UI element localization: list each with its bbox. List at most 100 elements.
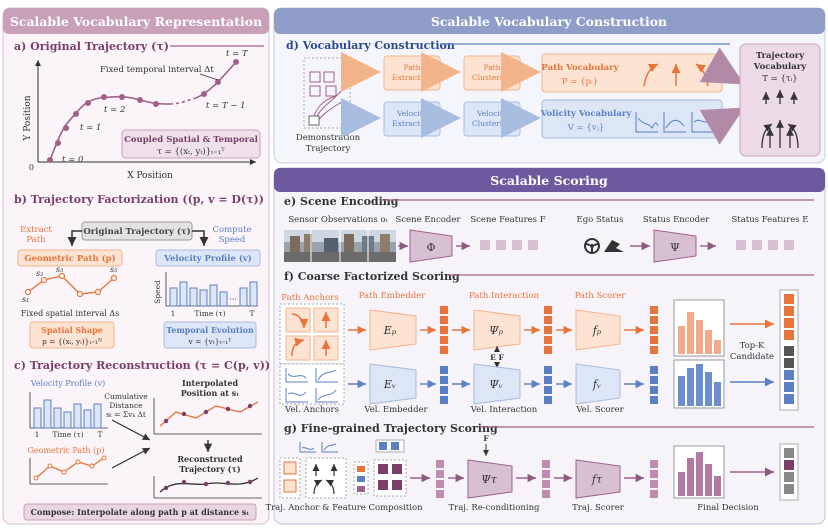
e-phi: Φ — [426, 241, 435, 254]
a-label-t2: t = 2 — [104, 105, 125, 115]
b-s2: s₂ — [36, 269, 43, 278]
f-topk-2: Candidate — [730, 352, 774, 362]
c-time-label: Time (τ) — [52, 430, 83, 439]
c-tick-T: T — [97, 430, 102, 439]
vel-vocab-icons — [635, 112, 714, 133]
b-path-points — [24, 272, 118, 298]
b-original-traj: Original Trajectory (τ) — [83, 226, 190, 237]
vel-clustering-2: Clustering — [472, 119, 512, 128]
a-trajectory-points — [47, 59, 239, 163]
c-tick-1: 1 — [35, 430, 40, 439]
a-x-label: X Position — [127, 171, 173, 181]
a-origin: 0 — [29, 163, 34, 172]
g-ft: fτ — [591, 473, 603, 486]
section-g-title: g) Fine-grained Trajectory Scoring — [284, 422, 498, 435]
a-y-label: Y Position — [23, 95, 33, 141]
a-label-t0: t = 0 — [62, 155, 84, 165]
vel-anchor-grid — [279, 363, 345, 405]
vel-embed-column — [440, 366, 448, 404]
section-a-title: a) Original Trajectory (τ) — [14, 40, 169, 53]
f-path-interaction: Path Interaction — [469, 291, 539, 301]
b-tick-1: 1 — [171, 309, 176, 318]
steering-wheel-icon — [584, 238, 600, 254]
f-psiv: Ψᵥ — [489, 378, 503, 391]
b-velocity-bars — [169, 281, 258, 307]
a-label-tT: t = T — [226, 49, 249, 59]
vel-score-column — [650, 366, 658, 404]
vel-vocab-label: Volicity Vocabulary — [540, 109, 633, 119]
a-trajectory-dashed — [169, 97, 197, 105]
c-arrow-path — [111, 447, 151, 469]
c-cum-1: Cumulative — [104, 392, 148, 401]
topk-gray-cells — [784, 346, 794, 368]
path-score-column — [650, 306, 658, 354]
b-path-polyline — [27, 275, 115, 295]
path-scorer-trapezoid — [575, 309, 621, 351]
f-vel-embedder: Vel. Embedder — [363, 405, 428, 415]
a-coupled-title: Coupled Spatial & Temporal — [124, 135, 259, 145]
vel-inter-column — [544, 366, 552, 404]
f-path-embedder: Path Embedder — [359, 291, 427, 301]
traj-vocab-2: Vocabulary — [753, 62, 808, 72]
path-extraction-1: Path — [403, 63, 420, 72]
f-ev: Eᵥ — [383, 378, 396, 391]
section-f-title: f) Coarse Factorized Scoring — [284, 270, 460, 283]
path-extraction-2: Extraction — [392, 73, 432, 82]
c-path-points — [33, 455, 107, 481]
scene-encoder-trapezoid — [409, 229, 453, 263]
a-trajectory-end — [195, 61, 237, 99]
g-anchor-cell-1 — [283, 461, 297, 475]
vel-vocab-formula: V = {vⱼ} — [567, 123, 605, 133]
status-encoder-trapezoid — [653, 229, 697, 263]
e-status-encoder: Status Encoder — [643, 215, 710, 225]
f-vel-scorer: Vel. Scorer — [575, 405, 624, 415]
traj-vocab-icons — [761, 90, 799, 149]
e-ego-status: Ego Status — [576, 215, 623, 225]
g-input-column — [436, 460, 444, 498]
section-e-title: e) Scene Encoding — [284, 195, 399, 208]
sensor-images — [284, 230, 396, 262]
path-vocab-formula: P = {pᵢ} — [562, 77, 598, 87]
a-label-t1: t = 1 — [80, 123, 101, 133]
b-bars-ellipsis: ··· — [229, 295, 237, 304]
b-temporal-box — [163, 321, 257, 349]
b-spatial-box — [29, 321, 115, 349]
b-temporal-evo: Temporal Evolution — [166, 325, 254, 335]
section-d-title: d) Vocabulary Construction — [286, 39, 455, 52]
b-geo-path-box — [17, 249, 123, 267]
left-header: Scalable Vocabulary Representation — [10, 14, 262, 29]
demo-label-1: Demonstration — [296, 133, 361, 143]
c-recon-2: Trajectory (τ) — [179, 464, 240, 474]
path-vocab-label: Path Vocabulary — [541, 63, 619, 73]
g-score-bars — [678, 452, 721, 496]
c-cum-2: Distance — [109, 401, 143, 410]
b-s1: s₁ — [22, 295, 29, 304]
demo-label-2: Trajectory — [306, 144, 351, 154]
g-anchor-cell-2 — [283, 479, 297, 493]
c-recon-1: Reconstructed — [177, 454, 243, 464]
f-vel-anchors: Vel. Anchors — [284, 405, 339, 415]
g-traj-scorer: Traj. Scorer — [572, 503, 625, 513]
f-path-scorer: Path Scorer — [575, 291, 627, 301]
vel-scorer-trapezoid — [575, 363, 621, 405]
b-arrow-right — [192, 230, 209, 246]
topk-vel-cells — [784, 370, 794, 404]
scoring-header-bar — [274, 168, 825, 192]
f-psip: Ψₚ — [489, 324, 504, 337]
f-ep: Eₚ — [383, 324, 397, 337]
c-cum-3: sₜ = Σvₖ Δt — [106, 410, 146, 419]
f-fv: fᵥ — [592, 378, 601, 391]
path-embed-column — [440, 306, 448, 354]
c-arrow-vel — [111, 419, 151, 441]
c-compose-box — [23, 503, 257, 521]
section-b-title: b) Trajectory Factorization ((p, v = D(τ… — [14, 193, 264, 206]
vel-clustering-1: Velocity — [476, 109, 508, 118]
g-feature-block-1 — [353, 461, 369, 495]
left-header-bar — [3, 8, 269, 34]
b-s5: s₅ — [110, 265, 118, 274]
b-spatial-shape: Spatial Shape — [41, 325, 103, 335]
g-score-column — [650, 460, 658, 498]
b-vel-profile-box — [155, 249, 261, 267]
b-geo-path: Geometric Path (p) — [24, 253, 115, 264]
path-inter-column — [544, 306, 552, 354]
